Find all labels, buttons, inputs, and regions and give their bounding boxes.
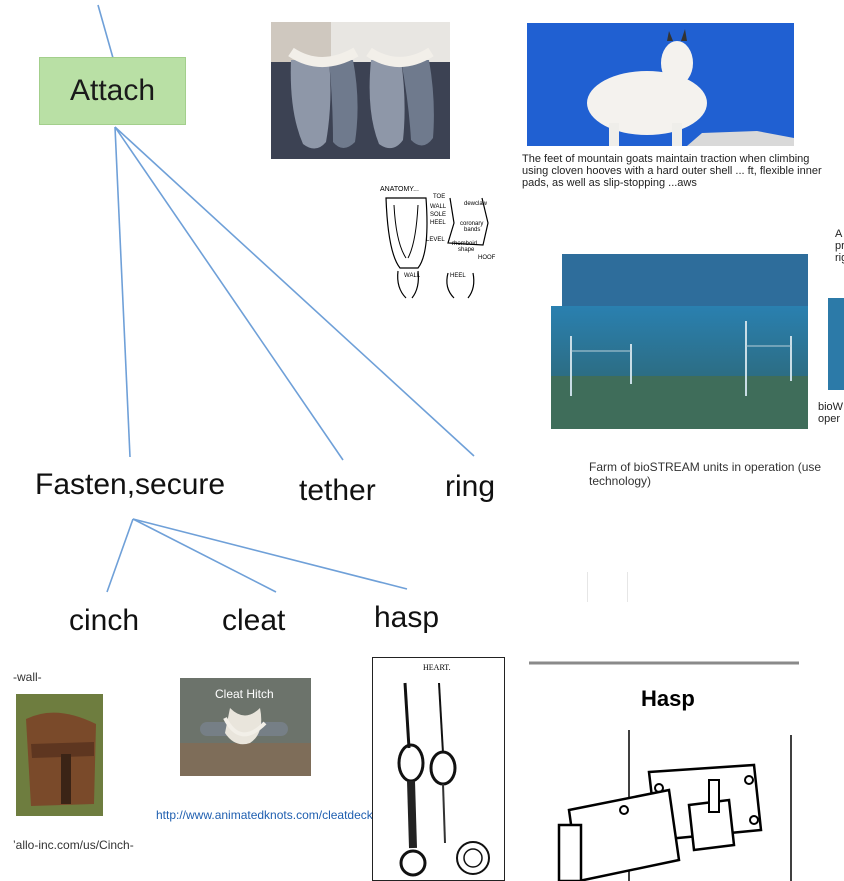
node-cleat: cleat xyxy=(222,604,285,638)
anatomy-title: ANATOMY... xyxy=(380,186,419,193)
faint-divider-1 xyxy=(587,572,588,602)
side-caption-fragment: A pr rig xyxy=(835,228,844,264)
svg-text:shape: shape xyxy=(458,247,475,253)
heart-rope-drawing: HEART. xyxy=(372,657,505,881)
svg-text:LEVEL: LEVEL xyxy=(426,237,445,243)
node-tether: tether xyxy=(299,474,376,508)
node-cinch: cinch xyxy=(69,604,139,638)
wall-text: -wall- xyxy=(13,670,42,684)
connector-fasten-cinch xyxy=(107,519,133,592)
heart-label: HEART. xyxy=(423,663,451,672)
svg-text:bands: bands xyxy=(464,227,480,233)
svg-text:HOOF: HOOF xyxy=(478,255,496,261)
hoof-anatomy-drawing: ANATOMY... TOE WALL SOLE HEEL LEVEL dewc… xyxy=(378,183,502,300)
svg-text:SOLE: SOLE xyxy=(430,212,446,218)
node-attach-label: Attach xyxy=(70,74,155,108)
cinch-url-fragment: ’allo-inc.com/us/Cinch- xyxy=(13,838,134,852)
svg-text:TOE: TOE xyxy=(433,194,445,200)
cleat-hitch-label: Cleat Hitch xyxy=(215,687,274,701)
node-attach: Attach xyxy=(39,57,186,125)
hasp-drawing: Hasp xyxy=(529,660,799,881)
biow-photo-fragment xyxy=(828,298,844,390)
node-fasten-secure: Fasten,secure xyxy=(35,468,225,502)
saddle-photo xyxy=(16,694,103,816)
biostream-photo xyxy=(551,306,808,429)
mountain-goat-photo xyxy=(527,23,794,146)
goat-caption: The feet of mountain goats maintain trac… xyxy=(522,153,822,189)
connector-attach-tether xyxy=(115,127,343,460)
node-hasp: hasp xyxy=(374,601,439,635)
hooves-photo xyxy=(271,22,450,159)
svg-text:HEEL: HEEL xyxy=(430,220,446,226)
svg-text:WALL: WALL xyxy=(430,204,447,210)
biostream-photo-back xyxy=(562,254,808,306)
biow-fragment: bioW oper xyxy=(818,401,844,425)
biostream-caption: Farm of bioSTREAM units in operation (us… xyxy=(589,460,844,488)
connector-attach-fasten xyxy=(115,127,130,457)
cleat-hitch-photo: Cleat Hitch xyxy=(180,678,311,776)
cleat-url-link[interactable]: http://www.animatedknots.com/cleatdeck/ xyxy=(156,808,376,822)
connector-fasten-cleat xyxy=(133,519,276,592)
svg-text:dewclaw: dewclaw xyxy=(464,201,488,207)
faint-divider-2 xyxy=(627,572,628,602)
svg-text:WALL: WALL xyxy=(404,273,421,279)
node-ring: ring xyxy=(445,470,495,504)
connector-fasten-hasp xyxy=(133,519,407,589)
svg-text:HEEL: HEEL xyxy=(450,273,466,279)
hasp-title: Hasp xyxy=(641,686,695,711)
connector-top xyxy=(98,5,113,58)
